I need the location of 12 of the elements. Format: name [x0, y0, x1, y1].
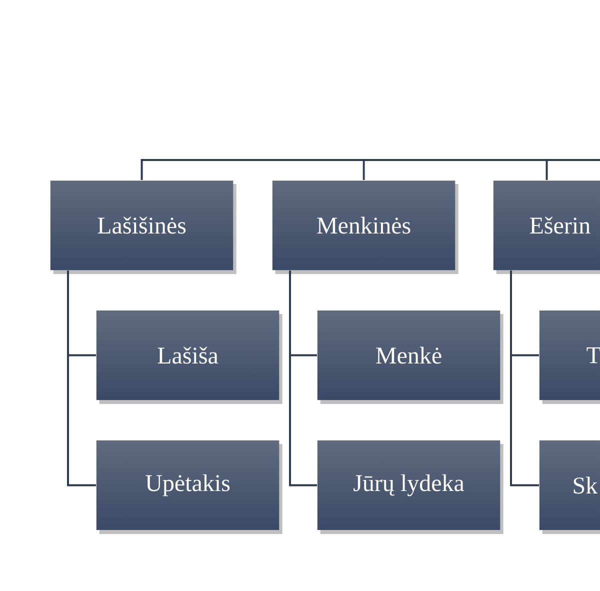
connector-line: [67, 270, 96, 486]
connector-line: [510, 270, 539, 486]
category-box: Upėtakis: [96, 440, 282, 534]
category-box: Jūrų lydeka: [317, 440, 504, 534]
connector-line: [289, 270, 317, 486]
connector-line: [546, 159, 600, 180]
category-box: Ešerin: [493, 180, 600, 274]
category-box: Menkinės: [272, 180, 458, 274]
category-box: Lašiša: [96, 310, 282, 404]
category-box: Sk: [539, 440, 600, 534]
category-box: Lašišinės: [50, 180, 236, 274]
category-box: Menkė: [317, 310, 504, 404]
